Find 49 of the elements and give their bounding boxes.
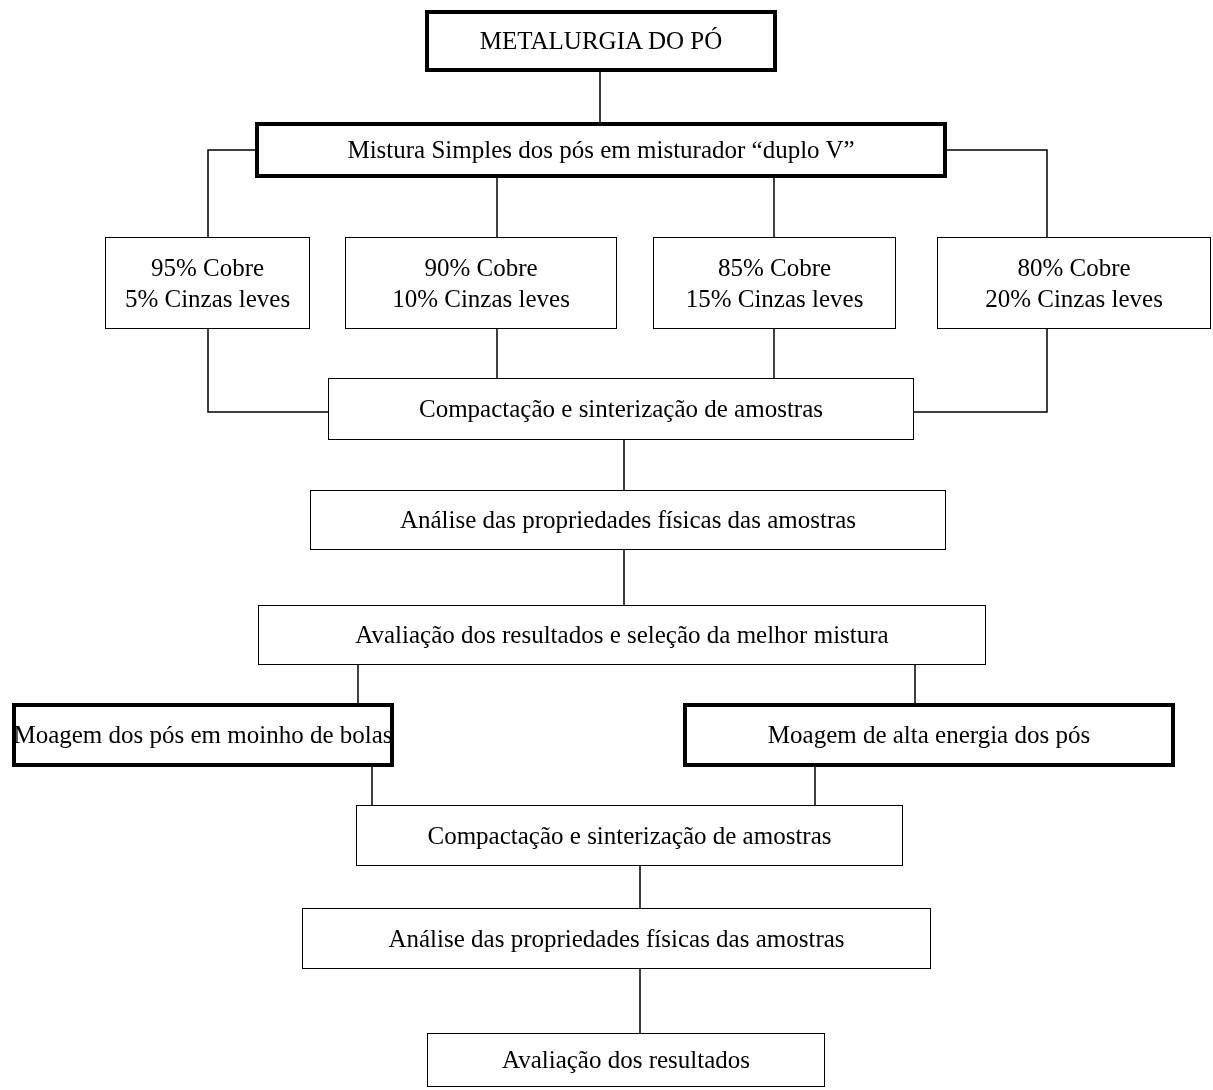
process-box: [425, 10, 777, 72]
box-text: Análise das propriedades físicas das amostras: [399, 505, 857, 536]
box-text: 80% Cobre: [1017, 252, 1131, 283]
box-text: Moagem de alta energia dos pós: [767, 720, 1091, 751]
box-text: 20% Cinzas leves: [985, 284, 1163, 314]
box-text: Avaliação dos resultados: [501, 1045, 751, 1076]
connector-line: [639, 865, 641, 909]
process-box: [345, 237, 617, 329]
connector-line: [207, 149, 256, 238]
connector-line: [913, 328, 1048, 413]
connector-line: [773, 177, 775, 238]
connector-line: [914, 664, 916, 704]
connector-line: [207, 328, 329, 413]
process-box: [302, 908, 931, 969]
box-text: Moagem dos pós em moinho de bolas: [13, 720, 393, 751]
connector-line: [599, 71, 601, 123]
process-box: [328, 378, 914, 440]
connector-line: [623, 439, 625, 491]
process-box: [427, 1033, 825, 1087]
box-text: 95% Cobre: [150, 252, 265, 283]
box-text: Compactação e sinterização de amostras: [427, 820, 832, 851]
process-box: [653, 237, 896, 329]
connector-line: [496, 328, 498, 379]
connector-line: [496, 177, 498, 238]
box-text: 85% Cobre: [717, 252, 832, 283]
process-box: [356, 805, 903, 866]
box-text: Compactação e sinterização de amostras: [419, 394, 823, 425]
box-text: 5% Cinzas leves: [124, 284, 291, 314]
connector-line: [814, 766, 816, 806]
box-text: METALURGIA DO PÓ: [479, 26, 723, 57]
process-box: [310, 490, 946, 550]
box-text: Análise das propriedades físicas das amostras: [388, 923, 845, 954]
connector-line: [371, 766, 373, 806]
connector-line: [639, 968, 641, 1034]
connector-line: [773, 328, 775, 379]
box-text: 15% Cinzas leves: [685, 284, 864, 314]
connector-line: [946, 149, 1048, 238]
process-box: [255, 122, 947, 178]
process-box: [937, 237, 1211, 329]
process-box: [683, 703, 1175, 767]
connector-line: [623, 549, 625, 606]
process-box: [12, 703, 394, 767]
process-box: [105, 237, 310, 329]
box-text: 10% Cinzas leves: [392, 284, 570, 314]
box-text: Mistura Simples dos pós em misturador “duplo V”: [347, 135, 855, 166]
process-box: [258, 605, 986, 665]
connector-line: [357, 664, 359, 704]
box-text: Avaliação dos resultados e seleção da melhor mistura: [355, 620, 889, 651]
box-text: 90% Cobre: [424, 252, 538, 283]
